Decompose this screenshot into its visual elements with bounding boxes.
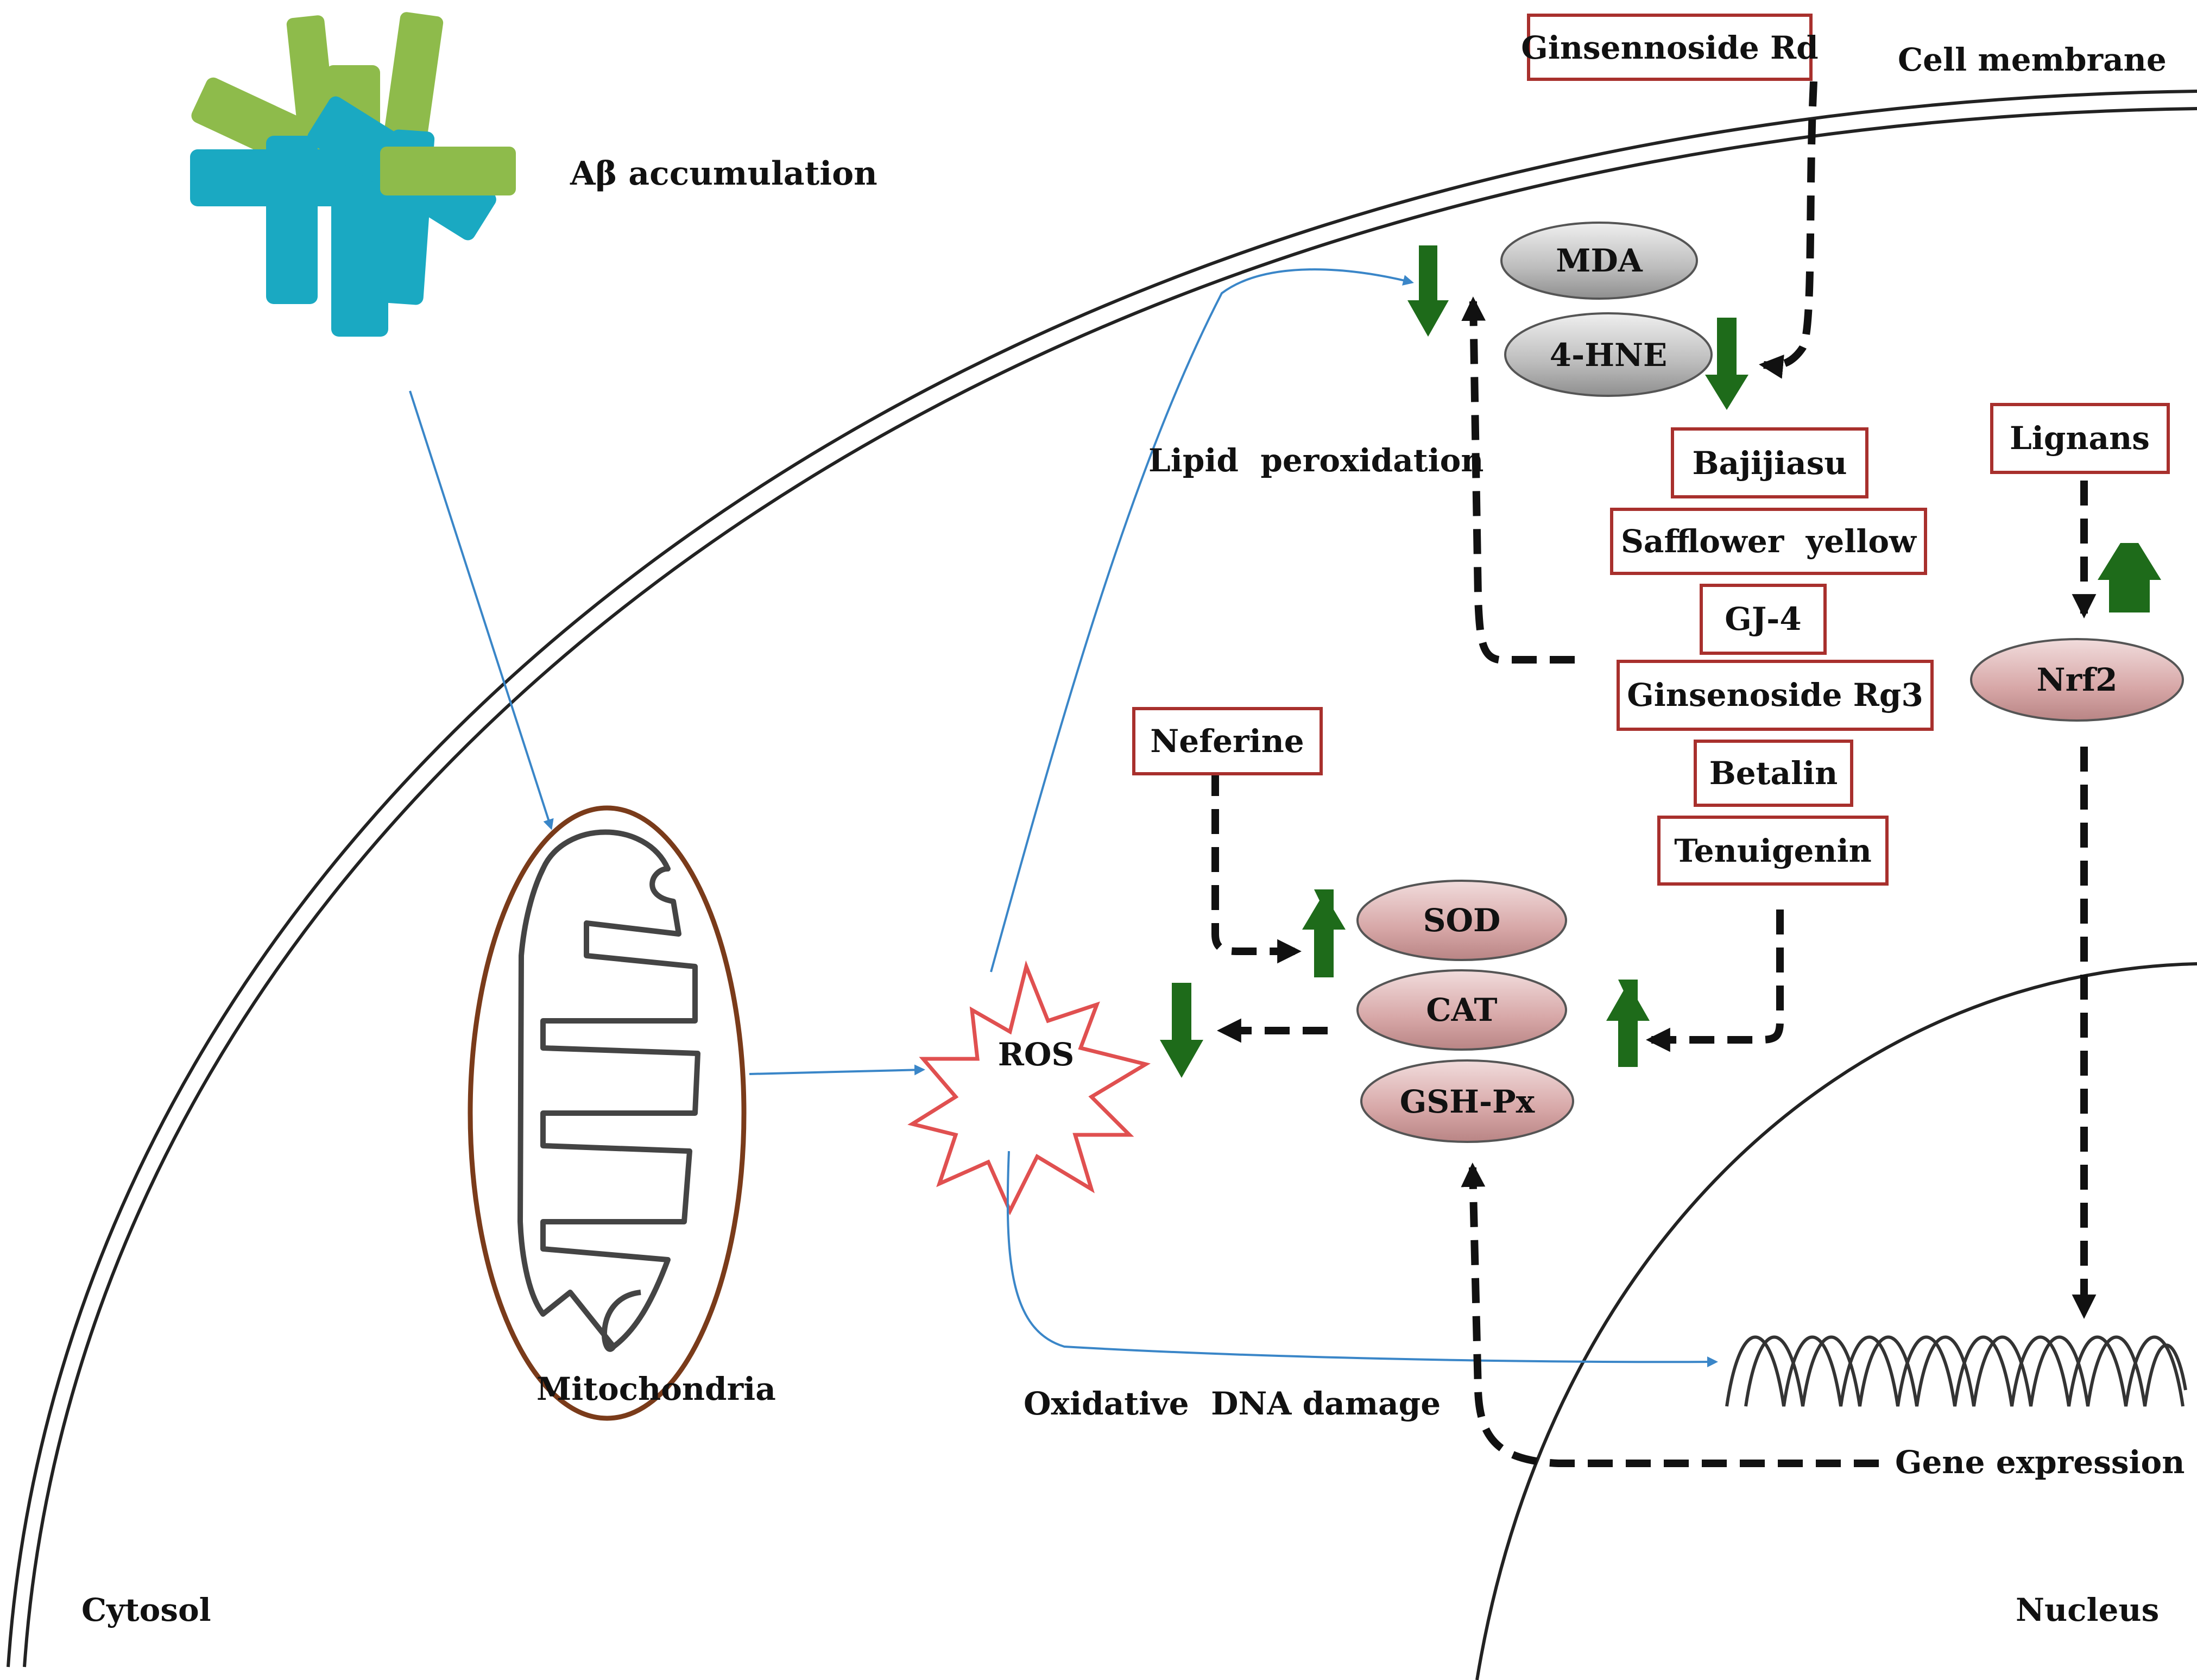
rd-to-down-arrow [1759, 81, 1817, 379]
nucleus-label: Nucleus [2016, 1591, 2159, 1628]
mitochondria-icon [468, 805, 747, 1421]
nrf2-up-arrow-icon [2098, 543, 2161, 612]
ros-label: ROS [998, 1036, 1075, 1073]
sod-oval [1356, 880, 1567, 961]
nucleus-membrane [1475, 962, 2197, 1680]
cat-text: CAT [1426, 991, 1497, 1028]
ros-down-arrow-icon [1160, 983, 1203, 1078]
dna-helix-icon [1725, 1335, 2187, 1407]
compound-boxes [1132, 14, 2170, 886]
green-arrows [1160, 245, 2161, 1078]
nrf2-text: Nrf2 [2037, 661, 2118, 698]
tenuigenin-to-up-arrow [1646, 910, 1784, 1052]
safflower-box [1610, 508, 1927, 575]
bajijiasu-text: Bajijiasu [1692, 445, 1847, 482]
betalin-box [1694, 740, 1853, 807]
gj4-text: GJ-4 [1725, 601, 1801, 637]
nrf2-oval [1970, 638, 2184, 722]
hne-oval [1504, 312, 1713, 397]
mda-oval [1500, 222, 1698, 300]
safflower-text: Safflower yellow [1621, 523, 1917, 560]
cell-membrane-label: Cell membrane [1898, 41, 2167, 78]
lignans-text: Lignans [2010, 420, 2150, 457]
abeta-to-mitochondria-arrow [409, 390, 554, 830]
tenuigenin-box [1657, 816, 1889, 886]
ros-to-dna-arrow [1006, 1151, 1718, 1368]
abeta-aggregate-icon [190, 12, 516, 337]
ginsenoside-rd-text: Ginsennoside Rd [1521, 29, 1818, 66]
mda-text: MDA [1556, 242, 1643, 279]
lignans-box [1990, 403, 2170, 474]
neferine-up-arrow-icon [1302, 889, 1346, 977]
compounds-to-lipid-arrow [1461, 296, 1575, 664]
mitochondria-to-ros-arrow [749, 1064, 925, 1076]
gene-to-enzymes-arrow [1461, 1163, 1879, 1467]
bajijiasu-box [1671, 427, 1868, 498]
gshpx-text: GSH-Px [1400, 1083, 1535, 1120]
hne-text: 4-HNE [1550, 337, 1667, 374]
abeta-label: Aβ accumulation [570, 155, 877, 193]
blue-flow-arrows [409, 268, 1718, 1368]
cat-oval [1356, 969, 1567, 1051]
sod-text: SOD [1423, 902, 1501, 939]
neferine-to-up-arrow [1211, 771, 1302, 964]
cell-membrane-lines [7, 90, 2197, 1668]
gene-expression-label: Gene expression [1895, 1444, 2185, 1481]
cytosol-label: Cytosol [81, 1591, 211, 1628]
ginsenoside-rd-box [1527, 14, 1813, 81]
rg3-box [1617, 660, 1934, 731]
rd-down-arrow-icon [1705, 318, 1748, 410]
tenuigenin-text: Tenuigenin [1674, 832, 1872, 869]
lipid-peroxidation-label: Lipid peroxidation [1148, 442, 1483, 479]
ros-burst-icon [907, 960, 1151, 1216]
marker-ovals [1356, 222, 2184, 1143]
neferine-text: Neferine [1150, 723, 1304, 760]
neferine-box [1132, 707, 1323, 775]
dashed-arrows [1211, 81, 2097, 1467]
gshpx-oval [1360, 1059, 1574, 1143]
lipid-down-arrow-icon [1407, 245, 1449, 337]
betalin-text: Betalin [1709, 755, 1838, 792]
mitochondria-label: Mitochondria [536, 1370, 776, 1407]
rg3-text: Ginsenoside Rg3 [1627, 677, 1923, 713]
ros-to-lipid-arrow [990, 268, 1414, 972]
oxidative-dna-label: Oxidative DNA damage [1024, 1385, 1441, 1422]
tenuigenin-up-arrow-icon [1606, 980, 1650, 1067]
gj4-box [1700, 584, 1827, 655]
